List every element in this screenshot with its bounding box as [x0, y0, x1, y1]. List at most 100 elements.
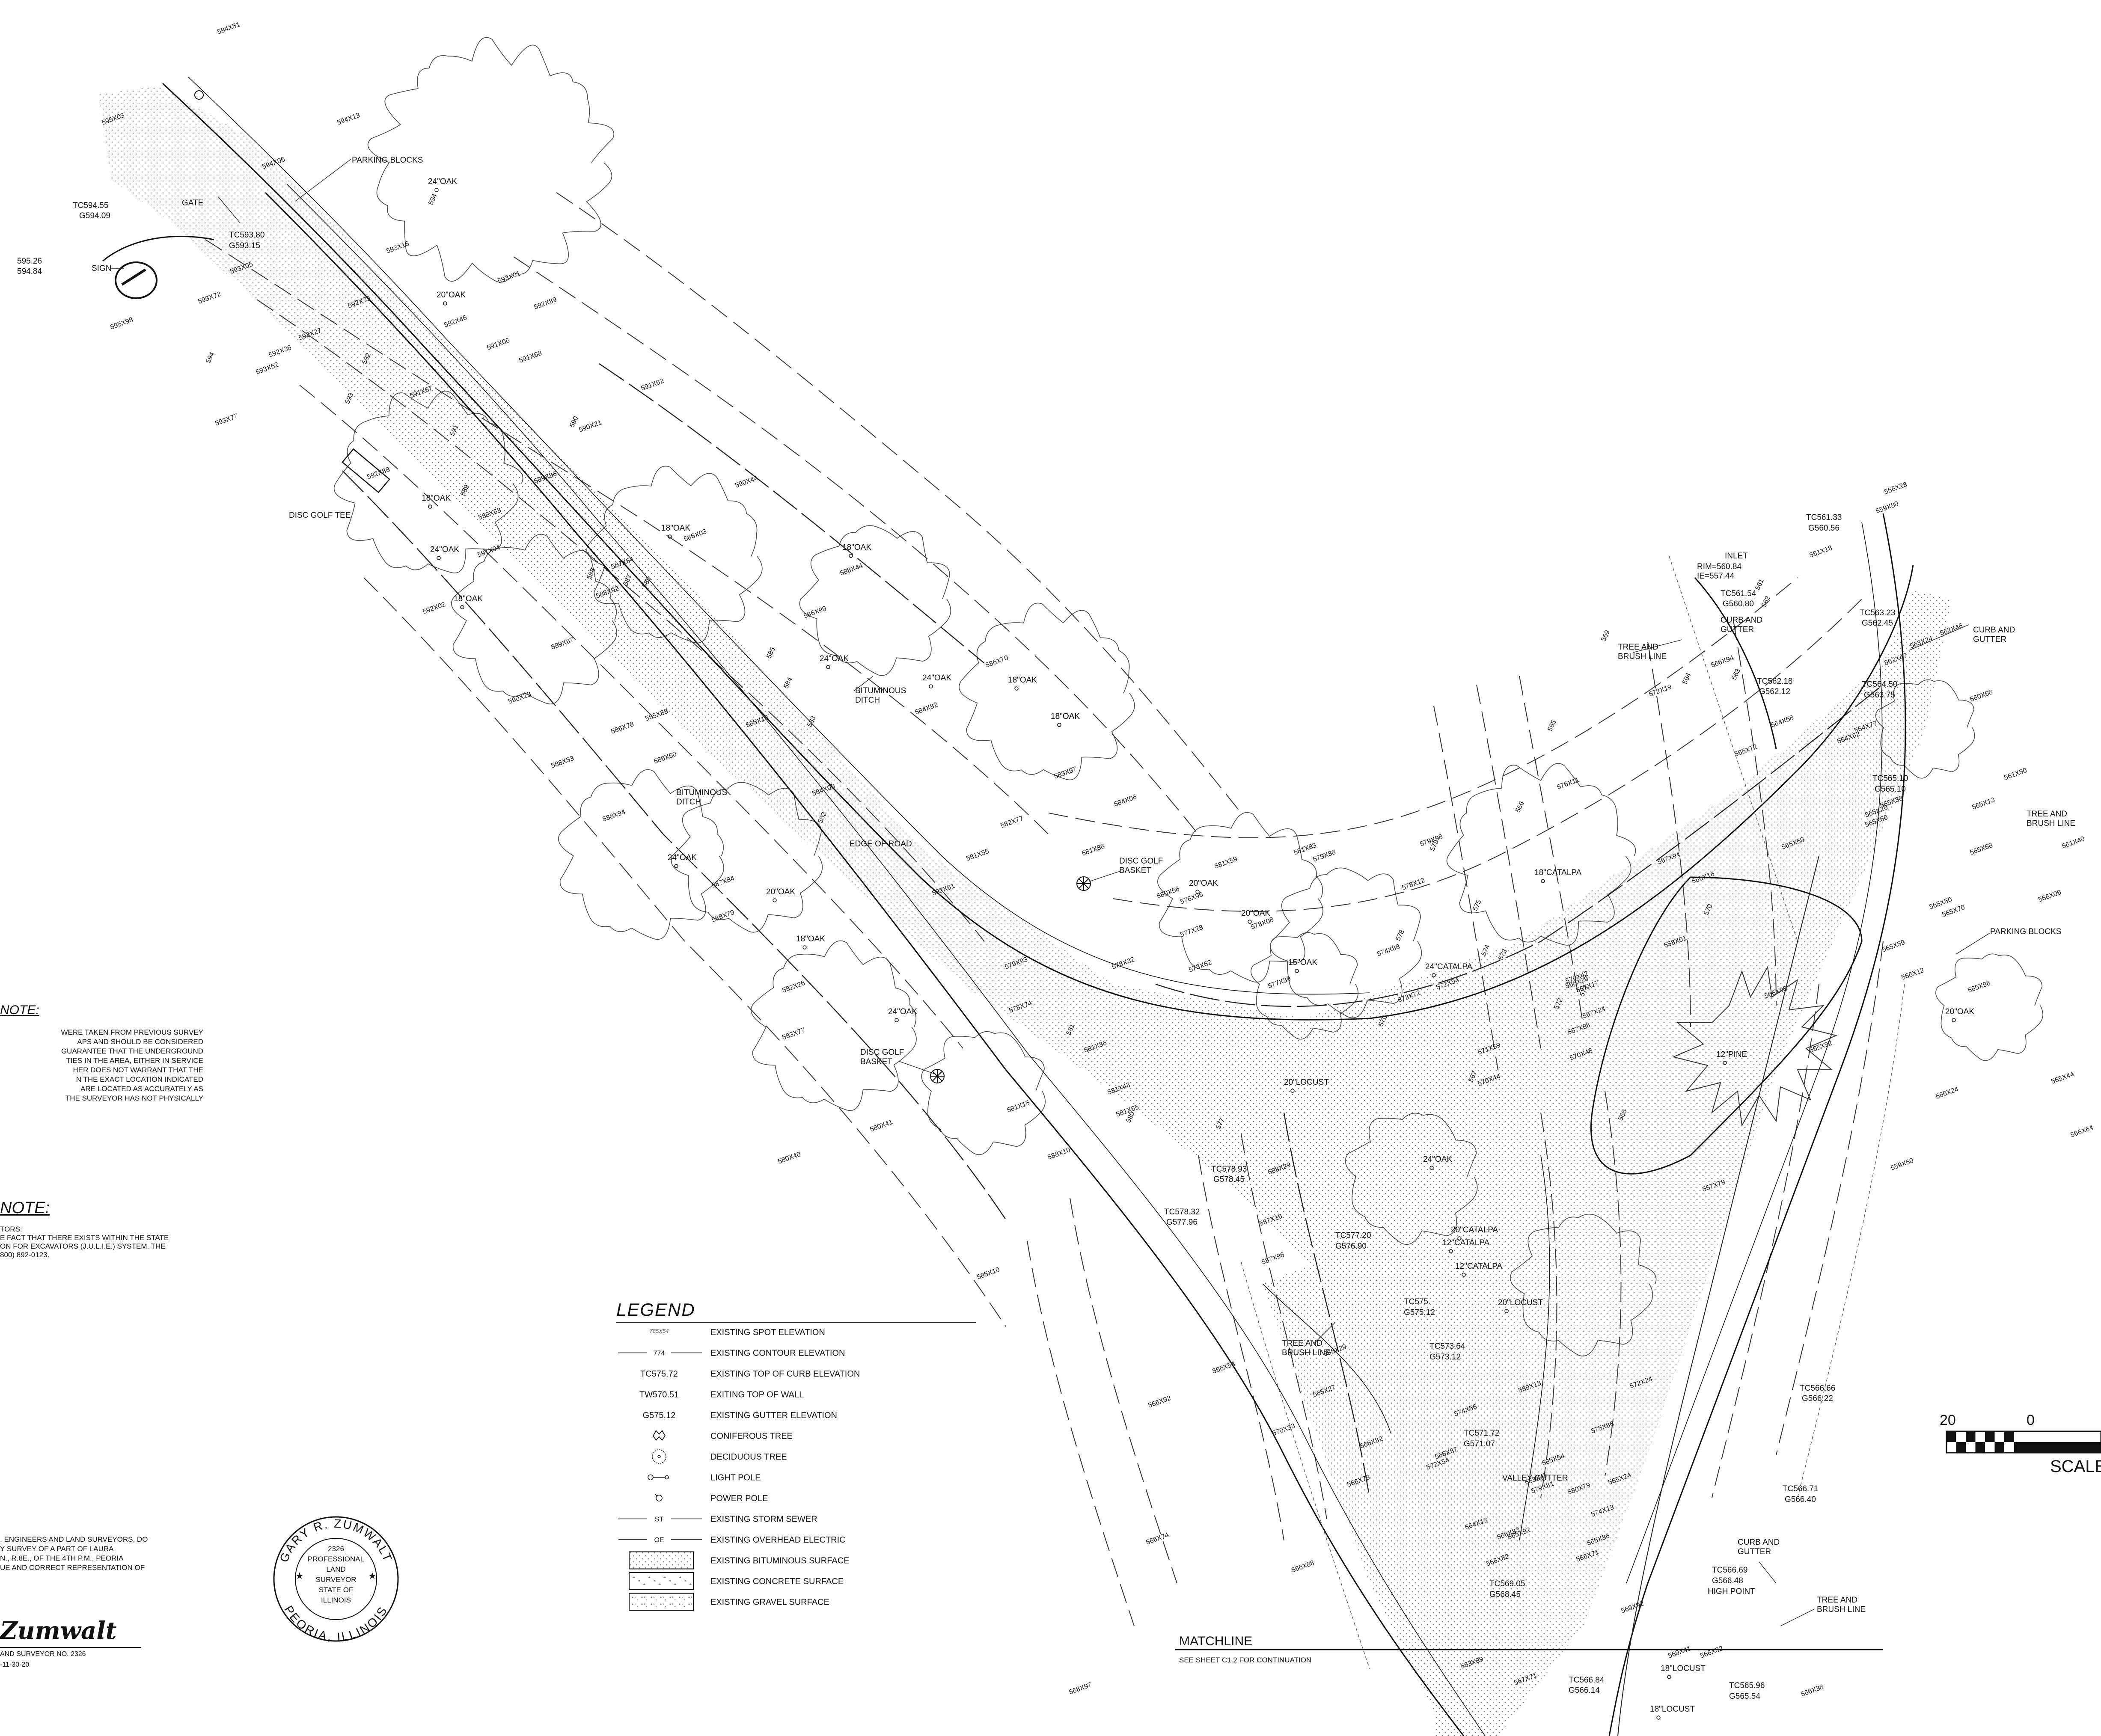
spot-elevation-label: 566X88 — [1291, 1559, 1316, 1574]
curb-elevation-label: 595.26 — [17, 257, 42, 266]
feature-label: HIGH POINT — [1708, 1587, 1755, 1596]
spot-elevation-label: 586X99 — [803, 605, 828, 620]
spot-elevation-label: 592X46 — [443, 314, 468, 329]
feature-label: EDGE OF ROAD — [850, 840, 912, 849]
curb-elevation-label: G562.12 — [1759, 687, 1790, 696]
spot-elevation-label: 588X53 — [550, 755, 575, 770]
feature-label: BASKET — [1119, 866, 1151, 875]
tree-canopy — [921, 1031, 1046, 1155]
utility-note: NOTE: WERE TAKEN FROM PREVIOUS SURVEYAPS… — [0, 1003, 203, 1102]
tree-label: 20"CATALPA — [1451, 1226, 1498, 1234]
svg-text:★: ★ — [368, 1570, 377, 1581]
tree-label: 20"LOCUST — [1284, 1078, 1329, 1087]
surveyor-signature: Zumwalt — [0, 1617, 117, 1645]
curb-elevation-label: G576.90 — [1335, 1242, 1367, 1251]
spot-elevation-label: 568X97 — [1068, 1681, 1093, 1696]
certification-line: , ENGINEERS AND LAND SURVEYORS, DO — [0, 1535, 148, 1543]
deciduous-tree-icon — [1449, 1249, 1453, 1253]
feature-label: VALLEY GUTTER — [1502, 1474, 1568, 1483]
disc-golf-basket-symbol — [930, 876, 1091, 1083]
tree-line — [1241, 556, 1905, 1669]
spot-elevation-label: 564X58 — [1770, 714, 1795, 729]
spot-elevation-label: 577X28 — [1180, 924, 1204, 939]
spot-elevation-label: 565X92 — [1809, 1039, 1834, 1054]
overhead-electric-line — [1617, 855, 1819, 1736]
tree-label: 24"OAK — [668, 853, 697, 862]
curb-elevation-label: TC578.32 — [1164, 1208, 1200, 1217]
feature-label: DISC GOLF — [860, 1048, 904, 1057]
spot-elevation-label: 577X39 — [1267, 975, 1292, 990]
contour-label: 594 — [205, 351, 216, 364]
spot-elevation-label: 565X68 — [1969, 842, 1994, 857]
spot-elevation-label: 584X06 — [1113, 793, 1138, 808]
utility-note-line: ARE LOCATED AS ACCURATELY AS — [80, 1085, 203, 1093]
contour-label: 585 — [765, 646, 777, 659]
seal-center-line: PROFESSIONAL — [308, 1555, 364, 1563]
spot-elevation-label: 587X84 — [711, 875, 736, 890]
curb-elevation-label: G560.80 — [1723, 599, 1754, 608]
legend-label: EXISTING SPOT ELEVATION — [710, 1328, 825, 1337]
light-pole-icon — [648, 1474, 654, 1481]
spot-elevation-label: 590X21 — [578, 419, 603, 434]
tree-canopy — [558, 769, 724, 940]
spot-elevation-label: 583X97 — [1053, 766, 1078, 780]
curb-elevation-label: TC578.93 — [1211, 1165, 1247, 1174]
tree-label: 18"OAK — [842, 543, 871, 552]
tree-canopy — [1345, 1113, 1478, 1245]
feature-label: SIGN — [92, 264, 111, 273]
feature-label: GATE — [182, 199, 203, 208]
curb-elevation-label: TC561.33 — [1806, 513, 1842, 522]
scale-cell — [1966, 1431, 1976, 1442]
feature-label: GUTTER — [1973, 635, 2006, 644]
legend-sample: TC575.72 — [640, 1369, 678, 1379]
tree-labels: 24"OAK20"OAK18"OAK24"OAK18"OAK18"OAK18"O… — [422, 177, 1974, 1720]
svg-text:★: ★ — [295, 1570, 304, 1581]
contour-label: 561 — [1754, 578, 1765, 591]
spot-elevation-label: 593X01 — [497, 270, 522, 285]
spot-elevation-label: 582X26 — [782, 979, 806, 994]
julie-note-line: E FACT THAT THERE EXISTS WITHIN THE STAT… — [0, 1234, 169, 1242]
spot-elevation-label: 581X88 — [1081, 843, 1106, 858]
feature-label: CURB AND — [1973, 626, 2015, 635]
spot-elevation-label: 586X78 — [610, 721, 635, 736]
julie-note-line: 800) 892-0123. — [0, 1251, 49, 1259]
tree-label: 12"PINE — [1716, 1050, 1747, 1059]
scale-tick-label: 20 — [1940, 1412, 1956, 1428]
feature-label: GUTTER — [1721, 625, 1754, 634]
curb-elevation-label: TC594.55 — [73, 201, 108, 210]
scale-cell — [2024, 1442, 2101, 1453]
svg-text:PEORIA, ILLINOIS: PEORIA, ILLINOIS — [282, 1603, 390, 1644]
deciduous-tree-icon — [802, 945, 807, 950]
tree-label: 18"OAK — [661, 524, 690, 533]
curb-elevation-labels: TC594.55G594.09TC593.80G593.15595.26594.… — [17, 201, 1908, 1701]
tree-label: 18"OAK — [1008, 676, 1037, 685]
deciduous-tree-icon — [894, 1018, 899, 1022]
utility-note-line: HER DOES NOT WARRANT THAT THE — [73, 1066, 203, 1074]
spot-elevation-label: 556X28 — [1884, 481, 1908, 496]
deciduous-tree-icon — [1504, 1309, 1509, 1313]
spot-elevation-label: 561X40 — [2061, 835, 2086, 850]
seal-center-line: STATE OF — [319, 1586, 354, 1594]
curb-elevation-label: TC593.80 — [229, 231, 264, 240]
contour-label: 583 — [806, 715, 817, 728]
disc-golf-tee-pad — [342, 448, 390, 493]
deciduous-tree-icon — [1195, 890, 1200, 894]
spot-elevation-label: 559X80 — [1875, 500, 1900, 515]
deciduous-tree-icon — [1667, 1675, 1671, 1679]
tree-label: 18"OAK — [1051, 712, 1080, 721]
spot-elevation-label: 561X18 — [1809, 544, 1834, 559]
spot-elevation-label: 592X89 — [533, 296, 558, 311]
spot-elevation-label: 591X04 — [477, 544, 502, 559]
utility-note-line: WERE TAKEN FROM PREVIOUS SURVEY — [61, 1028, 203, 1036]
curb-elevation-label: G566.40 — [1785, 1495, 1816, 1504]
tree-canopy — [1875, 679, 1975, 779]
spot-elevation-label: 588X94 — [602, 808, 627, 823]
seal-center-line: SURVEYOR — [315, 1576, 356, 1584]
spot-elevation-label: 585X10 — [976, 1266, 1001, 1281]
light-pole-symbol — [194, 90, 204, 100]
legend-row: POWER POLE — [654, 1493, 768, 1503]
tree-label: 20"LOCUST — [1498, 1298, 1543, 1307]
